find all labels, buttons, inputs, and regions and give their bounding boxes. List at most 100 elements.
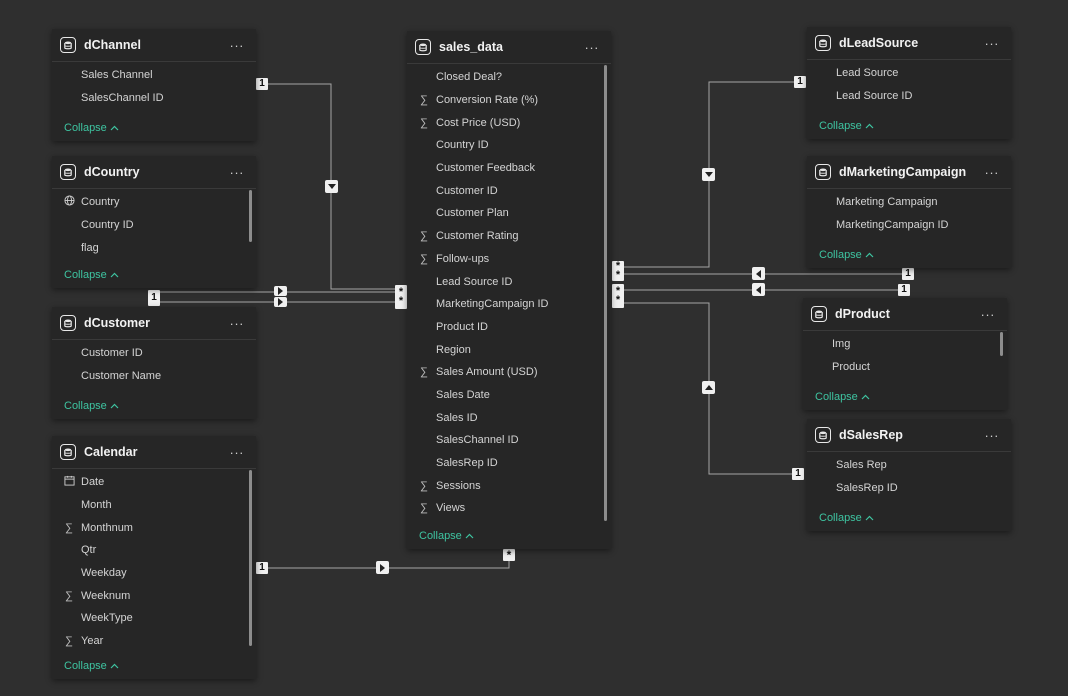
field-row[interactable]: ∑Conversion Rate (%): [407, 89, 611, 112]
field-row[interactable]: Date: [52, 471, 256, 494]
filter-direction-down-icon[interactable]: [702, 168, 715, 181]
field-row[interactable]: Product ID: [407, 316, 611, 339]
collapse-button[interactable]: Collapse: [64, 660, 119, 672]
field-row[interactable]: Customer ID: [52, 342, 256, 365]
field-row[interactable]: ∑Customer Rating: [407, 225, 611, 248]
field-row[interactable]: Customer Name: [52, 365, 256, 388]
field-row[interactable]: Month: [52, 494, 256, 517]
collapse-button[interactable]: Collapse: [64, 122, 119, 134]
more-options-icon[interactable]: ···: [584, 39, 599, 55]
filter-direction-right-icon[interactable]: [376, 561, 389, 574]
field-row[interactable]: Qtr: [52, 539, 256, 562]
field-row[interactable]: Sales Rep: [807, 454, 1011, 477]
more-options-icon[interactable]: ···: [984, 35, 999, 51]
table-card-sales-data[interactable]: sales_data···Closed Deal?∑Conversion Rat…: [407, 31, 611, 549]
table-header[interactable]: dCountry···: [52, 156, 256, 189]
table-header[interactable]: dLeadSource···: [807, 27, 1011, 60]
field-row[interactable]: Lead Source ID: [807, 85, 1011, 108]
field-row[interactable]: ∑Year: [52, 630, 256, 653]
field-row[interactable]: Product: [803, 356, 1007, 379]
table-header[interactable]: dProduct···: [803, 298, 1007, 331]
collapse-button[interactable]: Collapse: [819, 120, 874, 132]
field-label: Product: [832, 361, 870, 374]
cardinality-one-badge: 1: [256, 562, 268, 574]
table-header[interactable]: dSalesRep···: [807, 419, 1011, 452]
field-row[interactable]: Sales ID: [407, 406, 611, 429]
collapse-button[interactable]: Collapse: [815, 391, 870, 403]
field-row[interactable]: SalesChannel ID: [407, 429, 611, 452]
field-row[interactable]: Lead Source ID: [407, 270, 611, 293]
more-options-icon[interactable]: ···: [980, 306, 995, 322]
collapse-button[interactable]: Collapse: [819, 249, 874, 261]
field-row[interactable]: Customer Feedback: [407, 157, 611, 180]
field-label: MarketingCampaign ID: [836, 219, 949, 232]
field-row[interactable]: SalesRep ID: [407, 452, 611, 475]
field-row[interactable]: SalesRep ID: [807, 477, 1011, 500]
filter-direction-left-icon[interactable]: [752, 267, 765, 280]
more-options-icon[interactable]: ···: [229, 164, 244, 180]
table-icon: [60, 164, 76, 180]
field-row[interactable]: ∑Weeknum: [52, 584, 256, 607]
table-header[interactable]: dCustomer···: [52, 307, 256, 340]
field-row[interactable]: MarketingCampaign ID: [807, 214, 1011, 237]
field-row[interactable]: ∑Sessions: [407, 474, 611, 497]
more-options-icon[interactable]: ···: [229, 315, 244, 331]
field-row[interactable]: Country ID: [52, 214, 256, 237]
field-row[interactable]: ∑Cost Price (USD): [407, 111, 611, 134]
field-row[interactable]: Weekday: [52, 562, 256, 585]
field-row[interactable]: MarketingCampaign ID: [407, 293, 611, 316]
more-options-icon[interactable]: ···: [229, 444, 244, 460]
field-row[interactable]: Sales Date: [407, 384, 611, 407]
filter-direction-right-icon[interactable]: [274, 297, 287, 307]
filter-direction-left-icon[interactable]: [752, 283, 765, 296]
field-row[interactable]: Marketing Campaign: [807, 191, 1011, 214]
table-header[interactable]: dChannel···: [52, 29, 256, 62]
more-options-icon[interactable]: ···: [984, 427, 999, 443]
more-options-icon[interactable]: ···: [984, 164, 999, 180]
scrollbar[interactable]: [1000, 332, 1003, 356]
field-row[interactable]: Lead Source: [807, 62, 1011, 85]
field-row[interactable]: ∑Follow-ups: [407, 248, 611, 271]
more-options-icon[interactable]: ···: [229, 37, 244, 53]
field-row[interactable]: Img: [803, 333, 1007, 356]
field-row[interactable]: Customer Plan: [407, 202, 611, 225]
filter-direction-up-icon[interactable]: [702, 381, 715, 394]
field-row[interactable]: flag: [52, 236, 256, 259]
scrollbar[interactable]: [249, 470, 252, 646]
collapse-button[interactable]: Collapse: [64, 269, 119, 281]
table-header[interactable]: dMarketingCampaign···: [807, 156, 1011, 189]
field-row[interactable]: Closed Deal?: [407, 66, 611, 89]
table-icon: [815, 35, 831, 51]
field-row[interactable]: SalesChannel ID: [52, 87, 256, 110]
table-header[interactable]: Calendar···: [52, 436, 256, 469]
field-label: Country ID: [81, 219, 134, 232]
field-row[interactable]: ∑Views: [407, 497, 611, 520]
field-row[interactable]: Country: [52, 191, 256, 214]
field-label: MarketingCampaign ID: [436, 298, 549, 311]
field-row[interactable]: Region: [407, 338, 611, 361]
collapse-button[interactable]: Collapse: [819, 512, 874, 524]
field-row[interactable]: WeekType: [52, 607, 256, 630]
filter-direction-right-icon[interactable]: [274, 286, 287, 296]
collapse-button[interactable]: Collapse: [64, 400, 119, 412]
scrollbar[interactable]: [604, 65, 607, 521]
field-row[interactable]: Sales Channel: [52, 64, 256, 87]
field-row[interactable]: ∑Monthnum: [52, 516, 256, 539]
field-row[interactable]: Country ID: [407, 134, 611, 157]
field-row[interactable]: Customer ID: [407, 179, 611, 202]
scrollbar[interactable]: [249, 190, 252, 242]
field-row[interactable]: ∑Sales Amount (USD): [407, 361, 611, 384]
collapse-button[interactable]: Collapse: [419, 530, 474, 542]
filter-direction-down-icon[interactable]: [325, 180, 338, 193]
table-header[interactable]: sales_data···: [407, 31, 611, 64]
